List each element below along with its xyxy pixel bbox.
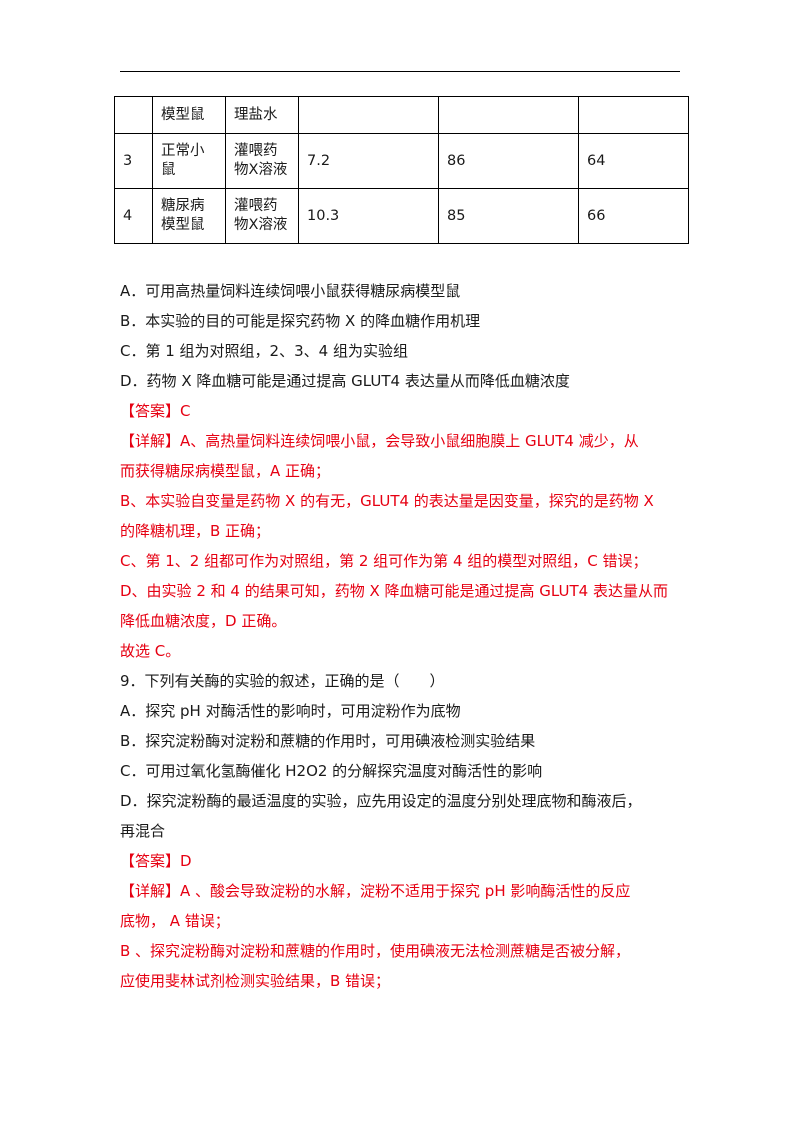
q8-explanation-line: D、由实验 2 和 4 的结果可知，药物 X 降血糖可能是通过提高 GLUT4 … (120, 582, 668, 600)
q9-option-a: A．探究 pH 对酶活性的影响时，可用淀粉作为底物 (120, 702, 461, 720)
q9-explanation-line: 【详解】A 、酸会导致淀粉的水解，淀粉不适用于探究 pH 影响酶活性的反应 (120, 882, 631, 900)
q8-option-a: A．可用高热量饲料连续饲喂小鼠获得糖尿病模型鼠 (120, 282, 461, 300)
q9-explanation-line: 应使用斐林试剂检测实验结果，B 错误； (120, 972, 391, 990)
table-cell: 正常小鼠 (152, 133, 226, 189)
table-cell: 理盐水 (225, 96, 299, 134)
q9-answer: 【答案】D (120, 852, 192, 870)
q9-explanation-line: B 、探究淀粉酶对淀粉和蔗糖的作用时，使用碘液无法检测蔗糖是否被分解， (120, 942, 631, 960)
table-cell: 模型鼠 (152, 96, 226, 134)
q8-answer: 【答案】C (120, 402, 191, 420)
table-cell: 糖尿病模型鼠 (152, 188, 226, 244)
question-body: A．可用高热量饲料连续饲喂小鼠获得糖尿病模型鼠 B．本实验的目的可能是探究药物 … (120, 281, 700, 1001)
table-cell: 4 (114, 188, 153, 244)
table-row: 模型鼠 理盐水 (114, 96, 689, 134)
table-cell: 86 (438, 133, 579, 189)
q8-explanation-line: 而获得糖尿病模型鼠，A 正确； (120, 462, 331, 480)
table-cell (438, 96, 579, 134)
q9-explanation-line: 底物， A 错误； (120, 912, 230, 930)
q9-option-c: C．可用过氧化氢酶催化 H2O2 的分解探究温度对酶活性的影响 (120, 762, 543, 780)
table-cell (114, 96, 153, 134)
q8-explanation-line: B、本实验自变量是药物 X 的有无，GLUT4 的表达量是因变量，探究的是药物 … (120, 492, 654, 510)
q8-option-d: D．药物 X 降血糖可能是通过提高 GLUT4 表达量从而降低血糖浓度 (120, 372, 570, 390)
table-cell: 85 (438, 188, 579, 244)
table-cell: 7.2 (298, 133, 439, 189)
q8-option-b: B．本实验的目的可能是探究药物 X 的降血糖作用机理 (120, 312, 481, 330)
q8-explanation-line: C、第 1、2 组都可作为对照组，第 2 组可作为第 4 组的模型对照组，C 错… (120, 552, 648, 570)
table-cell: 灌喂药物X溶液 (225, 188, 299, 244)
table-cell: 灌喂药物X溶液 (225, 133, 299, 189)
table-row: 3 正常小鼠 灌喂药物X溶液 7.2 86 64 (114, 133, 689, 189)
table-cell (298, 96, 439, 134)
q8-explanation-line: 【详解】A、高热量饲料连续饲喂小鼠，会导致小鼠细胞膜上 GLUT4 减少，从 (120, 432, 639, 450)
header-rule (120, 71, 680, 72)
q8-option-c: C．第 1 组为对照组，2、3、4 组为实验组 (120, 342, 408, 360)
q9-option-d-cont: 再混合 (120, 822, 166, 840)
table-cell (578, 96, 689, 134)
q8-explanation-line: 降低血糖浓度，D 正确。 (120, 612, 287, 630)
table-cell: 66 (578, 188, 689, 244)
experiment-table: 模型鼠 理盐水 3 正常小鼠 灌喂药物X溶液 7.2 86 64 4 糖尿病模型… (114, 96, 689, 244)
table-cell: 64 (578, 133, 689, 189)
table-cell: 3 (114, 133, 153, 189)
q8-conclusion: 故选 C。 (120, 642, 181, 660)
q8-explanation-line: 的降糖机理，B 正确； (120, 522, 271, 540)
q9-option-b: B．探究淀粉酶对淀粉和蔗糖的作用时，可用碘液检测实验结果 (120, 732, 536, 750)
q9-stem: 9．下列有关酶的实验的叙述，正确的是（ ） (120, 672, 445, 690)
table-cell: 10.3 (298, 188, 439, 244)
table-row: 4 糖尿病模型鼠 灌喂药物X溶液 10.3 85 66 (114, 188, 689, 244)
q9-option-d: D．探究淀粉酶的最适温度的实验，应先用设定的温度分别处理底物和酶液后， (120, 792, 642, 810)
